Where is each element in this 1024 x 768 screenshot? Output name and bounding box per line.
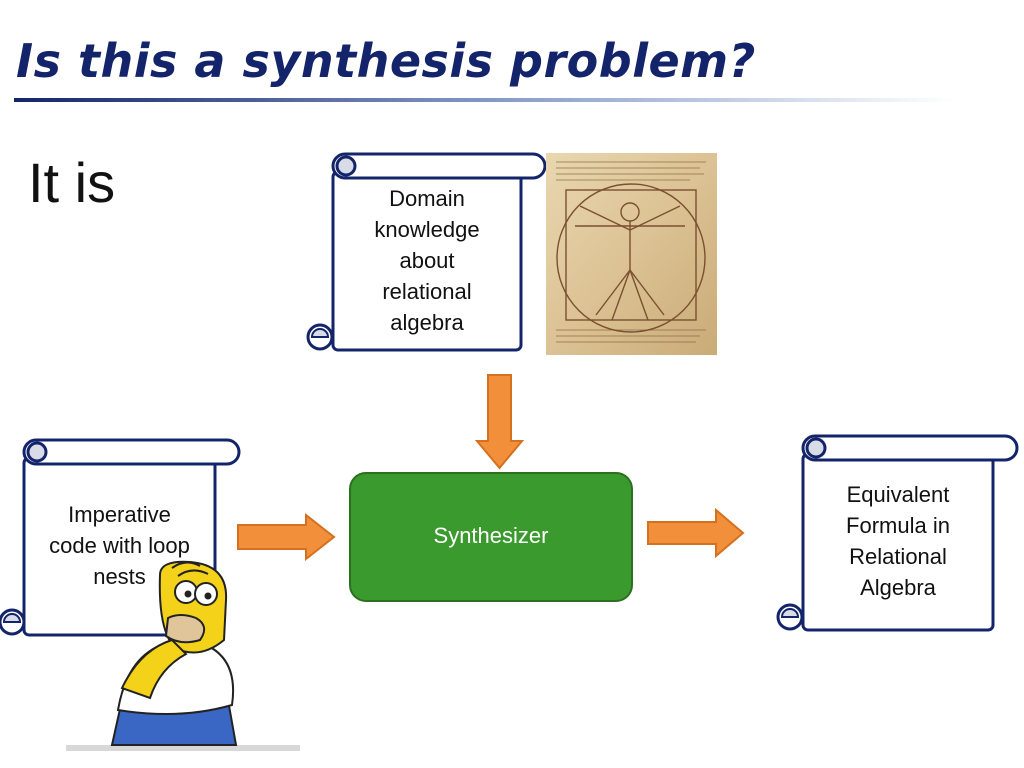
output-formula-text: Equivalent Formula in Relational Algebra <box>803 479 993 603</box>
synthesizer-box <box>349 472 633 602</box>
domain-line: relational <box>382 279 472 304</box>
input-line: Imperative <box>68 502 171 527</box>
slide-title: Is this a synthesis problem? <box>16 34 756 88</box>
domain-line: Domain <box>389 186 465 211</box>
domain-line: algebra <box>390 310 464 335</box>
input-line: nests <box>93 564 146 589</box>
domain-knowledge-scroll <box>306 152 547 352</box>
domain-line: knowledge <box>374 217 480 242</box>
title-underline <box>14 98 954 102</box>
vitruvian-man-image <box>546 153 717 355</box>
input-code-text: Imperative code with loop nests <box>22 499 217 592</box>
input-line: code with loop <box>49 533 190 558</box>
arrow-input-to-synthesizer <box>237 512 336 562</box>
arrow-synthesizer-to-output <box>647 507 745 559</box>
domain-knowledge-text: Domain knowledge about relational algebr… <box>333 183 521 338</box>
domain-line: about <box>399 248 455 273</box>
output-line: Formula in <box>846 513 950 538</box>
output-formula-scroll <box>776 434 1019 632</box>
output-line: Algebra <box>860 575 936 600</box>
subtitle: It is <box>28 151 116 214</box>
output-line: Relational <box>849 544 947 569</box>
synthesizer-label: Synthesizer <box>433 523 549 548</box>
thinking-character-image <box>66 560 300 751</box>
arrow-down <box>474 374 525 470</box>
output-line: Equivalent <box>846 482 950 507</box>
